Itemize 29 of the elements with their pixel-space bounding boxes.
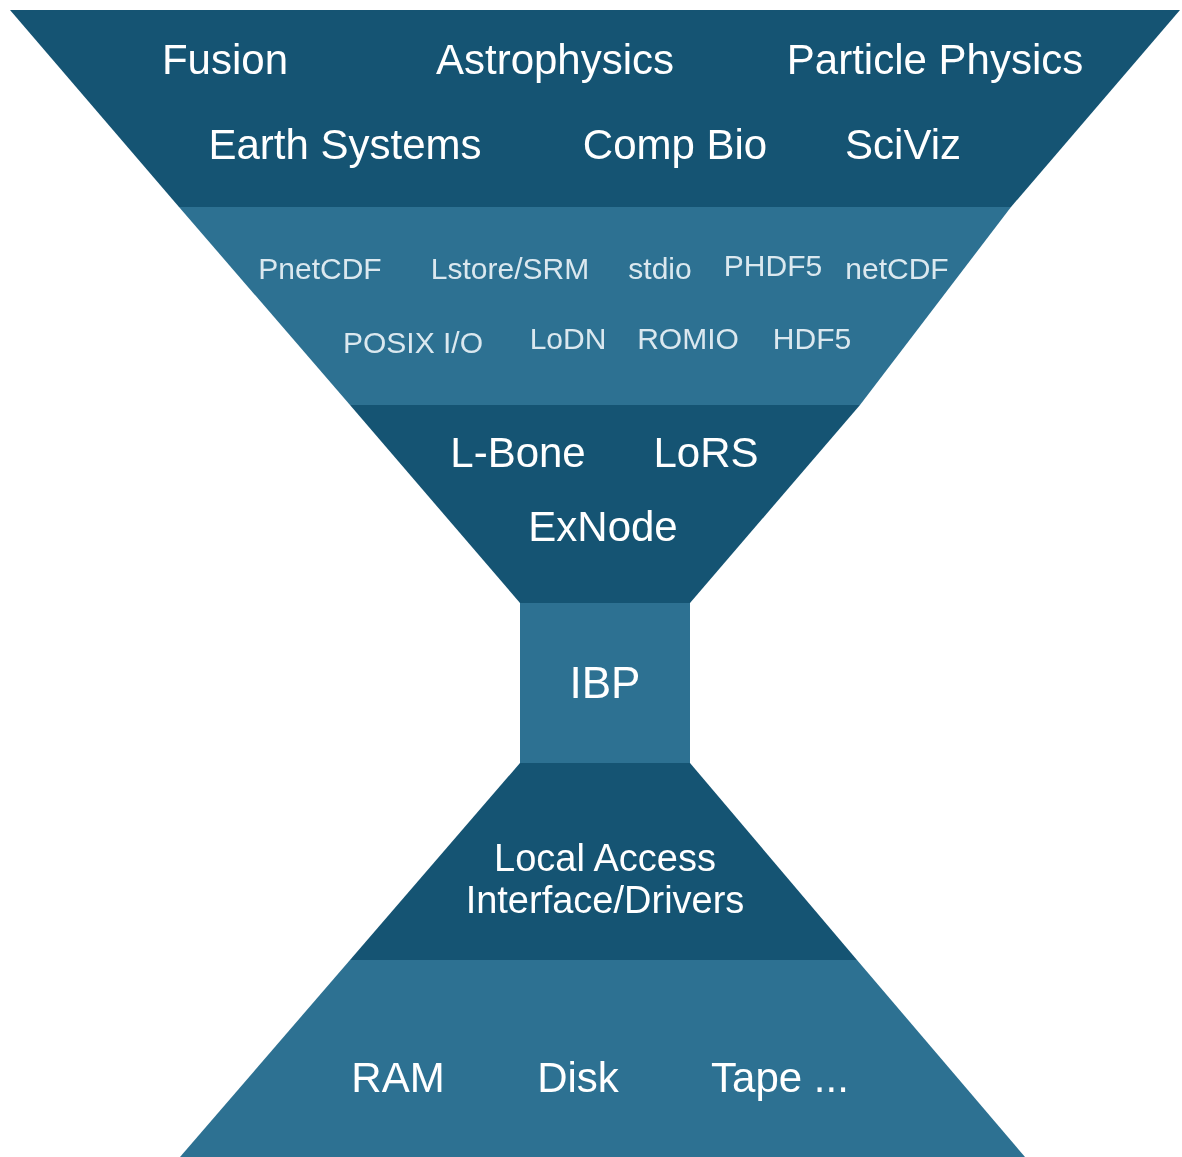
layer-label: PHDF5 [723, 248, 823, 282]
layer-label: netCDF [845, 251, 949, 285]
layer-label: Astrophysics [435, 36, 675, 84]
trapezoid-band [179, 207, 1011, 405]
layer-label: Comp Bio [582, 121, 768, 169]
layer-label: LoRS [653, 429, 759, 477]
layer-label: LoDN [529, 321, 607, 355]
layer-label: Earth Systems [208, 121, 482, 169]
layer-label: Disk [537, 1054, 619, 1102]
layer-label: Tape ... [711, 1054, 849, 1102]
trapezoid-band [350, 405, 860, 603]
layer-label: Particle Physics [786, 36, 1084, 84]
layer-label: POSIX I/O [343, 325, 483, 359]
layer-label: ExNode [528, 503, 678, 551]
trapezoid-band [350, 763, 857, 960]
layer-label: HDF5 [772, 321, 852, 355]
square-band [520, 603, 690, 763]
layer-label: ROMIO [637, 321, 739, 355]
layer-label: stdio [628, 251, 692, 285]
layer-label: L-Bone [450, 429, 586, 477]
trapezoid-band [10, 10, 1180, 207]
layer-label: Lstore/SRM [430, 251, 590, 285]
trapezoid-band [180, 960, 1025, 1157]
layer-label: SciViz [845, 121, 961, 169]
layer-label: PnetCDF [258, 251, 382, 285]
layer-label: IBP [569, 658, 641, 708]
layer-label: Local Access Interface/Drivers [464, 838, 746, 922]
layer-label: RAM [351, 1054, 445, 1102]
layer-label: Fusion [161, 36, 289, 84]
